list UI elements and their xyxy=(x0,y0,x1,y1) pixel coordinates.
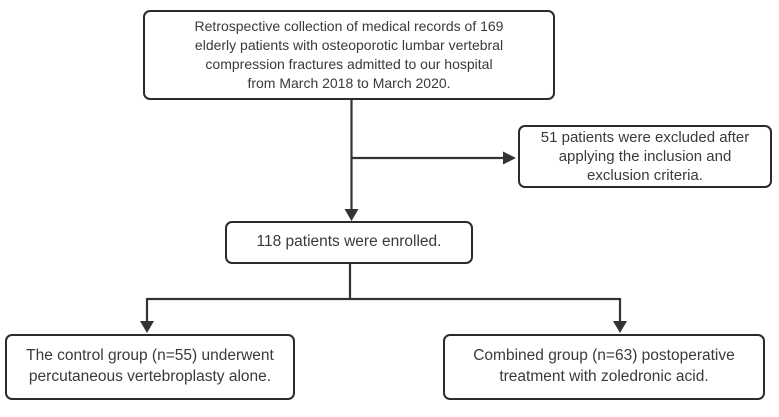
node-excluded-patients: 51 patients were excluded after applying… xyxy=(518,125,772,188)
node-enrolled-patients: 118 patients were enrolled. xyxy=(225,221,473,264)
arrowhead-down-control xyxy=(140,321,154,333)
node-text-line: exclusion criteria. xyxy=(587,167,703,185)
node-retrospective-collection: Retrospective collection of medical reco… xyxy=(143,10,555,100)
arrowhead-down-combined xyxy=(613,321,627,333)
node-text-line: Combined group (n=63) postoperative xyxy=(473,347,735,365)
node-text-line: percutaneous vertebroplasty alone. xyxy=(28,368,272,385)
node-control-group: The control group (n=55) underwent percu… xyxy=(5,334,295,400)
node-text-line: from March 2018 to March 2020. xyxy=(247,75,451,92)
node-text-line: elderly patients with osteoporotic lumba… xyxy=(194,36,504,53)
node-text-line: Retrospective collection of medical reco… xyxy=(194,17,504,34)
node-combined-group: Combined group (n=63) postoperative trea… xyxy=(443,334,765,400)
node-text-line: 51 patients were excluded after xyxy=(540,128,750,146)
arrowhead-down-enrolled xyxy=(344,209,359,221)
node-text-line: compression fractures admitted to our ho… xyxy=(205,56,493,72)
node-text-line: The control group (n=55) underwent xyxy=(26,347,274,365)
arrowhead-right-excluded xyxy=(503,151,516,165)
node-text-line: applying the inclusion and xyxy=(558,147,732,165)
node-text-line: 118 patients were enrolled. xyxy=(256,233,442,251)
node-text-line: treatment with zoledronic acid. xyxy=(499,368,709,385)
